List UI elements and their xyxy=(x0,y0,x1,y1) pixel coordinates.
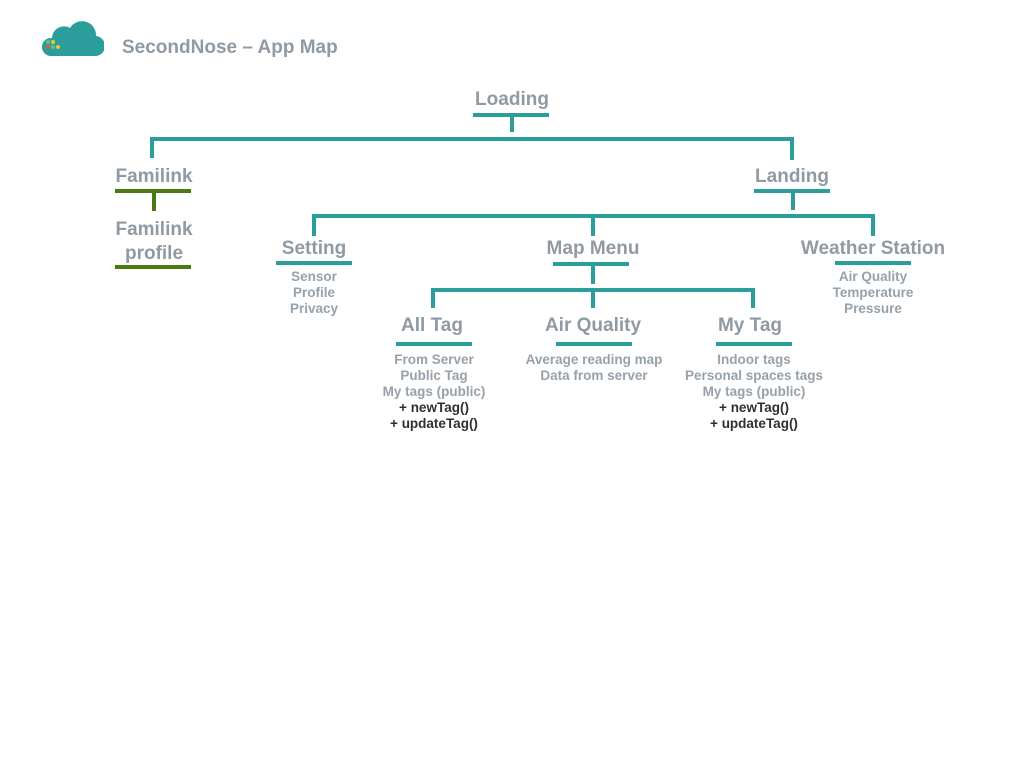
detail-item: From Server xyxy=(394,352,474,367)
detail-item: Public Tag xyxy=(400,368,468,383)
setting-details: Sensor Profile Privacy xyxy=(290,269,338,317)
node-air-quality: Air Quality xyxy=(544,315,642,336)
my-tag-details: Indoor tags Personal spaces tags My tags… xyxy=(685,352,823,432)
node-familink: Familink xyxy=(115,166,193,187)
node-loading: Loading xyxy=(475,89,549,110)
method-item: + newTag() xyxy=(399,400,469,415)
detail-item: Pressure xyxy=(844,301,902,316)
cloud-logo-icon xyxy=(42,21,104,57)
detail-item: Indoor tags xyxy=(717,352,791,367)
method-item: + updateTag() xyxy=(710,416,798,431)
node-map-menu: Map Menu xyxy=(546,238,640,259)
familink-profile-line2: profile xyxy=(124,243,184,264)
node-familink-profile: Familink profile xyxy=(115,218,192,266)
method-item: + updateTag() xyxy=(390,416,478,431)
all-tag-details: From Server Public Tag My tags (public) … xyxy=(383,352,486,432)
detail-item: Personal spaces tags xyxy=(684,368,824,383)
detail-item: My tags (public) xyxy=(702,384,806,399)
detail-item: Sensor xyxy=(291,269,337,284)
detail-item: Temperature xyxy=(832,285,914,300)
detail-item: Privacy xyxy=(289,301,339,316)
page-title: SecondNose – App Map xyxy=(122,37,338,58)
detail-item: Profile xyxy=(292,285,336,300)
detail-item: Average reading map xyxy=(525,352,663,367)
familink-profile-line1: Familink xyxy=(115,219,193,240)
node-setting: Setting xyxy=(281,238,347,259)
node-all-tag: All Tag xyxy=(401,315,463,336)
node-weather-station: Weather Station xyxy=(800,238,946,259)
node-landing: Landing xyxy=(755,166,829,187)
method-item: + newTag() xyxy=(719,400,789,415)
detail-item: Air Quality xyxy=(838,269,908,284)
node-my-tag: My Tag xyxy=(717,315,783,336)
detail-item: Data from server xyxy=(540,368,648,383)
air-quality-details: Average reading map Data from server xyxy=(526,352,663,384)
weather-station-details: Air Quality Temperature Pressure xyxy=(833,269,914,317)
detail-item: My tags (public) xyxy=(382,384,486,399)
